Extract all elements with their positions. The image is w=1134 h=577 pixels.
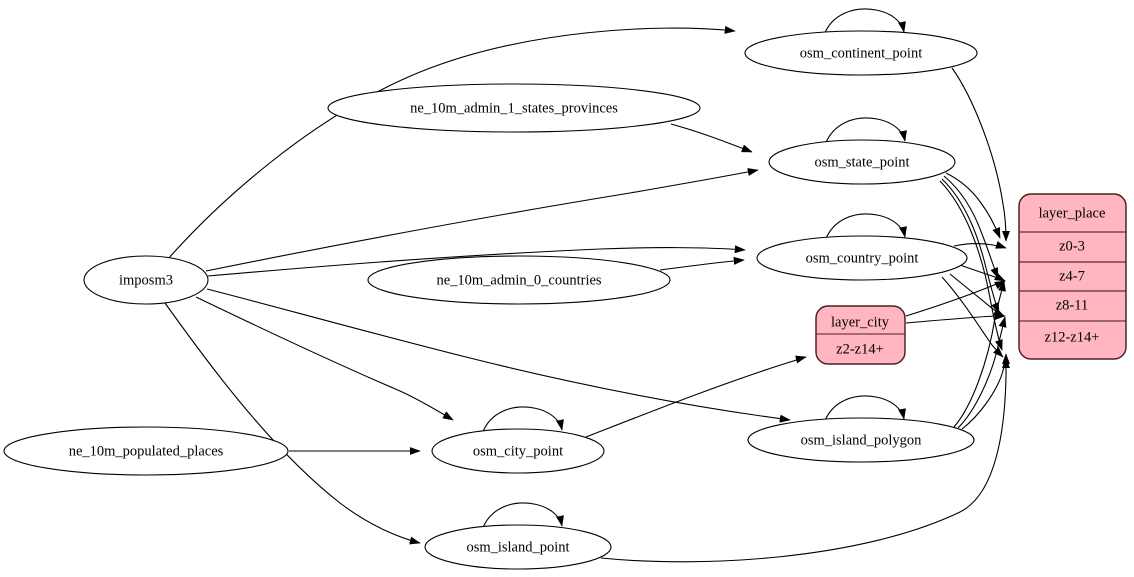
edge-osm_island_polygon-to-layer_place-z8-11 — [957, 316, 1007, 429]
edge-osm_city_point-to-layer_city-z2-z14+ — [585, 355, 807, 438]
node-label-ne_10m_admin_0_countries: ne_10m_admin_0_countries — [436, 272, 601, 288]
edge-self-osm_island_point — [481, 502, 564, 531]
node-osm_country_point[interactable]: osm_country_point — [756, 235, 968, 281]
edge-imposm3-to-osm_continent_point — [167, 25, 736, 260]
edge-self-osm_state_point — [824, 117, 907, 146]
node-label-osm_city_point: osm_city_point — [473, 443, 563, 459]
node-osm_continent_point[interactable]: osm_continent_point — [744, 30, 978, 76]
node-ne_10m_populated_places[interactable]: ne_10m_populated_places — [3, 426, 289, 476]
edge-osm_island_point-to-layer_place-z12-z14+ — [600, 357, 1010, 563]
layer_city-title: layer_city — [831, 314, 890, 330]
node-layer_city[interactable]: layer_city z2-z14+ — [815, 305, 906, 365]
layer_city-row-z2-z14plus[interactable]: z2-z14+ — [836, 341, 884, 357]
edge-imposm3-to-osm_island_point — [164, 302, 421, 545]
edge-layer — [164, 8, 1010, 563]
node-label-ne_10m_populated_places: ne_10m_populated_places — [69, 443, 224, 459]
edge-osm_country_point-to-layer_place-z4-7 — [959, 264, 1006, 282]
layer_place-title: layer_place — [1039, 205, 1106, 221]
edge-ne_admin1-to-osm_state_point — [670, 123, 753, 153]
node-osm_island_point[interactable]: osm_island_point — [424, 524, 612, 570]
edge-osm_country_point-to-layer_place-z12-z14+ — [941, 276, 1004, 358]
edge-imposm3-to-osm_city_point — [195, 296, 454, 421]
node-osm_state_point[interactable]: osm_state_point — [768, 139, 956, 185]
node-label-osm_island_polygon: osm_island_polygon — [801, 432, 923, 448]
edge-layer_city-to-layer_place-z8-11 — [905, 312, 1006, 324]
node-label-osm_state_point: osm_state_point — [814, 154, 909, 170]
edge-imposm3-to-osm_island_polygon — [206, 288, 791, 423]
node-imposm3[interactable]: imposm3 — [83, 255, 209, 305]
node-ne_10m_admin_1_states_provinces[interactable]: ne_10m_admin_1_states_provinces — [327, 83, 701, 133]
edge-osm_continent_point-to-layer_place-z0-3 — [951, 67, 1010, 242]
edge-self-osm_island_polygon — [823, 395, 906, 424]
node-osm_city_point[interactable]: osm_city_point — [431, 428, 605, 474]
node-label-osm_continent_point: osm_continent_point — [800, 45, 922, 61]
edge-imposm3-to-osm_state_point — [205, 168, 759, 272]
edge-self-osm_city_point — [481, 406, 564, 435]
node-layer: imposm3 ne_10m_admin_1_states_provinces … — [3, 30, 1127, 570]
layer_place-row-z4-7[interactable]: z4-7 — [1059, 268, 1085, 284]
edge-osm_state_point-to-layer_place-z8-11 — [941, 178, 1000, 314]
node-label-osm_island_point: osm_island_point — [466, 539, 569, 555]
edge-osm_country_point-to-layer_place-z0-3 — [953, 240, 1007, 249]
edge-osm_country_point-to-layer_place-z8-11 — [949, 273, 1005, 317]
node-label-ne_10m_admin_1_states_provinces: ne_10m_admin_1_states_provinces — [410, 100, 618, 116]
layer_place-row-z8-11[interactable]: z8-11 — [1056, 297, 1088, 313]
edge-osm_state_point-to-layer_place-z0-3 — [945, 172, 1001, 239]
node-layer_place[interactable]: layer_place z0-3 z4-7 z8-11 z12-z14+ — [1018, 193, 1127, 360]
edge-osm_island_polygon-to-layer_place-z4-7 — [953, 280, 1006, 428]
node-osm_island_polygon[interactable]: osm_island_polygon — [747, 417, 975, 463]
node-label-osm_country_point: osm_country_point — [806, 250, 919, 266]
edge-imposm3-to-osm_country_point — [207, 245, 746, 277]
edge-ne_admin0-to-osm_country_point — [659, 256, 745, 271]
edge-self-osm_country_point — [824, 213, 907, 242]
layer_place-row-z12-z14plus[interactable]: z12-z14+ — [1045, 329, 1100, 345]
node-label-imposm3: imposm3 — [119, 272, 173, 288]
node-ne_10m_admin_0_countries[interactable]: ne_10m_admin_0_countries — [367, 255, 671, 305]
layer_place-row-z0-3[interactable]: z0-3 — [1059, 238, 1085, 254]
edge-osm_state_point-to-layer_place-z4-7 — [943, 175, 999, 279]
edge-self-osm_continent_point — [823, 8, 906, 36]
